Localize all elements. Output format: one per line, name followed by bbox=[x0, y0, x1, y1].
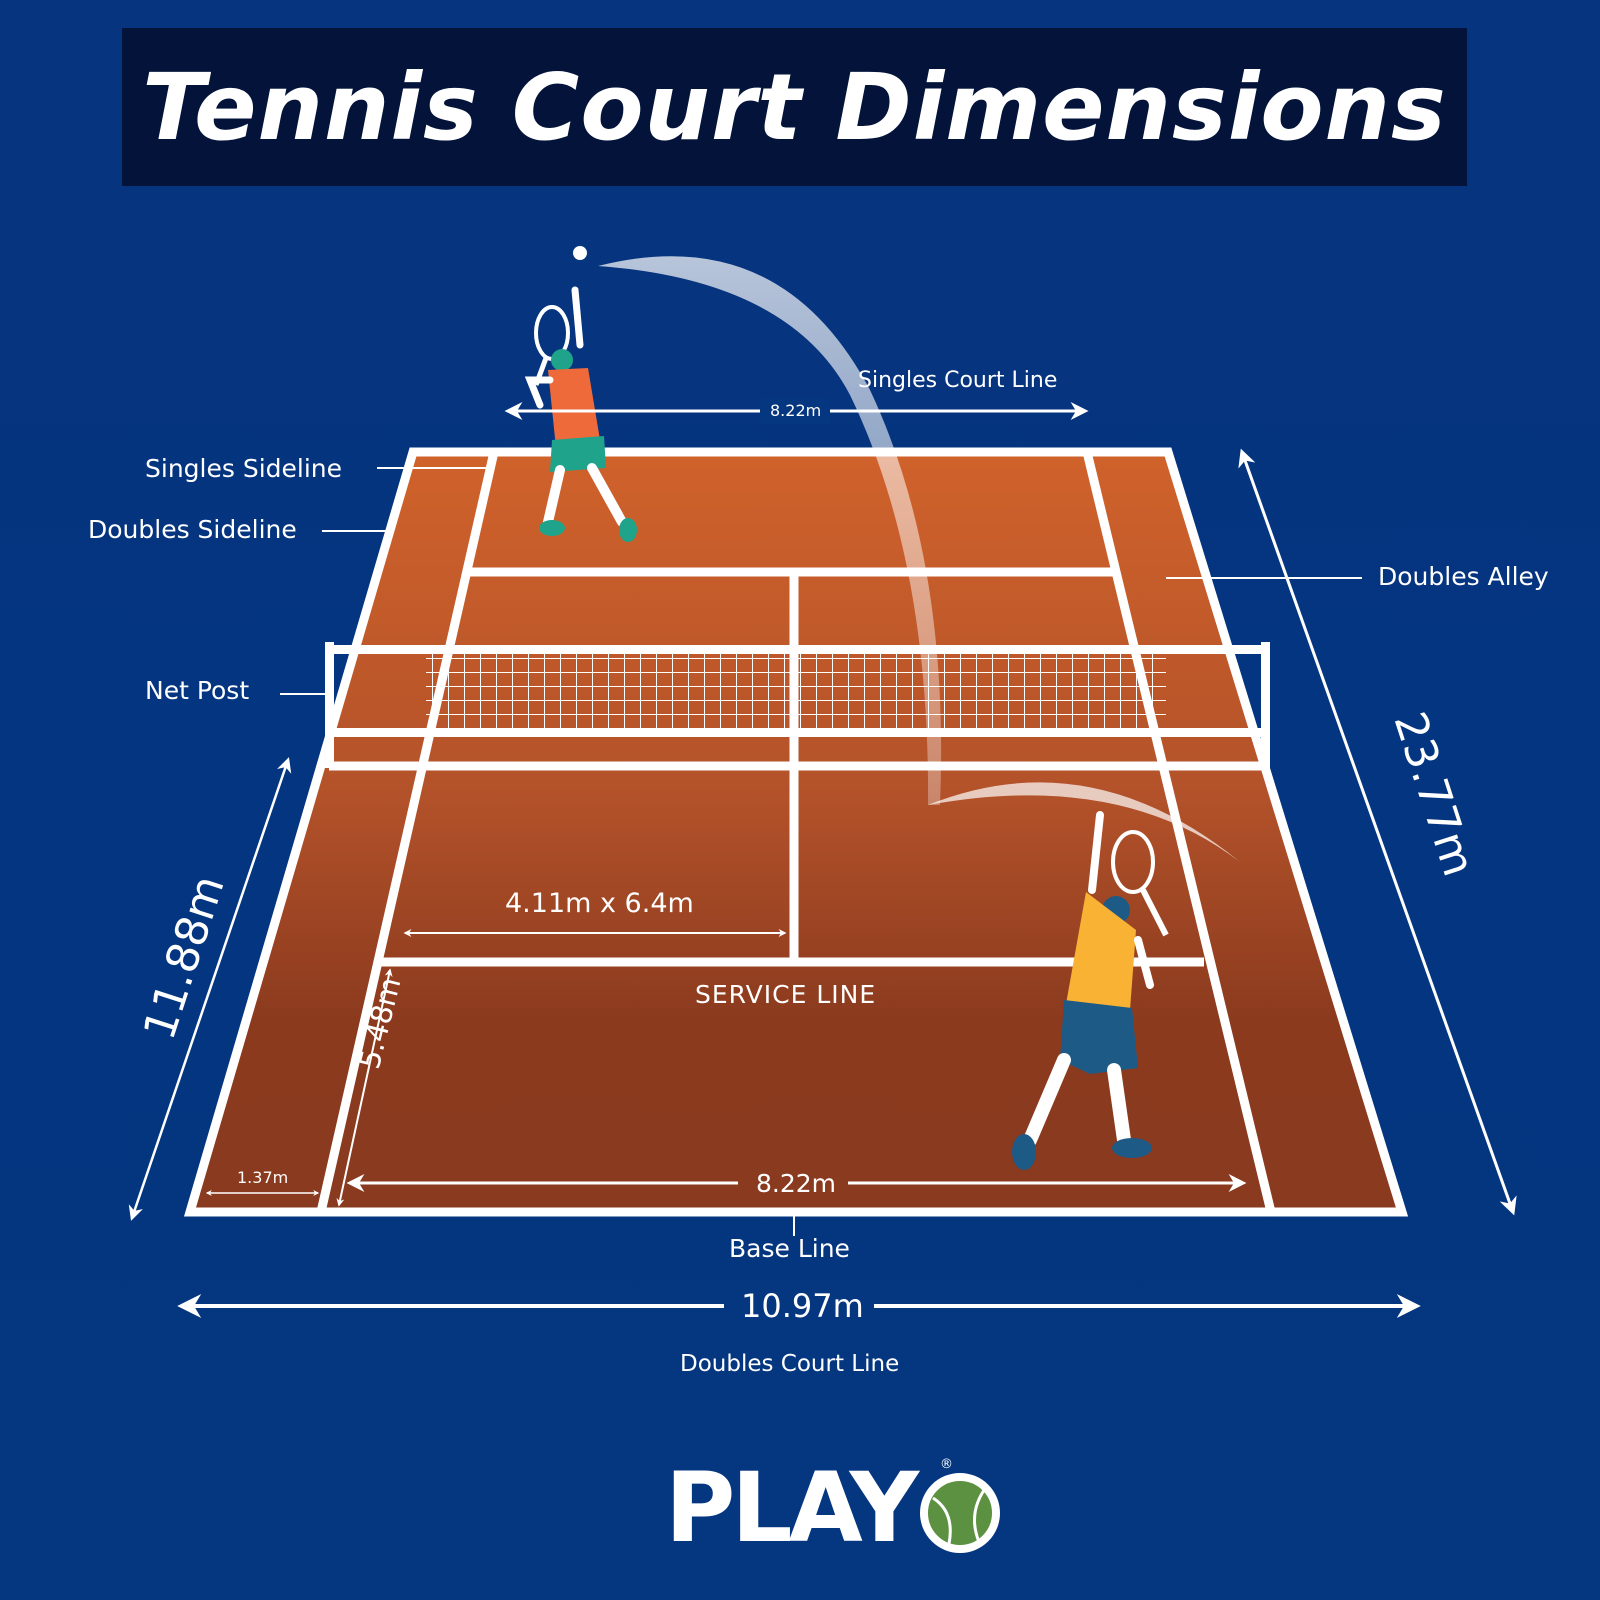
near-player-figure bbox=[1012, 811, 1169, 1170]
logo-text: PLAY bbox=[665, 1452, 919, 1564]
label-doubles-court-line: Doubles Court Line bbox=[680, 1351, 900, 1377]
far-player-figure bbox=[524, 286, 637, 542]
label-doubles-width: 10.97m bbox=[741, 1287, 864, 1325]
label-singles-width-bottom: 8.22m bbox=[756, 1169, 837, 1198]
label-base-line: Base Line bbox=[729, 1234, 850, 1263]
page-title: Tennis Court Dimensions bbox=[142, 53, 1447, 161]
label-service-line: SERVICE LINE bbox=[695, 980, 877, 1009]
label-doubles-alley: Doubles Alley bbox=[1378, 562, 1549, 591]
half-length-arrow bbox=[128, 757, 292, 1221]
label-service-box: 4.11m x 6.4m bbox=[505, 888, 694, 919]
label-net-post: Net Post bbox=[145, 676, 250, 705]
label-doubles-sideline: Doubles Sideline bbox=[88, 515, 297, 544]
registered-mark: ® bbox=[940, 1457, 953, 1472]
tennis-ball-icon bbox=[571, 244, 589, 262]
label-singles-width-top: 8.22m bbox=[770, 401, 822, 420]
net-post-right bbox=[1261, 642, 1270, 768]
label-singles-court-line: Singles Court Line bbox=[858, 368, 1058, 393]
ball-trajectory bbox=[598, 256, 942, 805]
playo-logo: PLAY ® bbox=[665, 1452, 1001, 1564]
tennis-ball-logo-icon bbox=[920, 1473, 1001, 1553]
court-surface bbox=[183, 447, 1409, 1217]
label-alley-width: 1.37m bbox=[237, 1168, 289, 1187]
label-singles-sideline: Singles Sideline bbox=[145, 454, 343, 483]
net-post-left bbox=[325, 642, 334, 768]
net bbox=[325, 642, 1270, 768]
service-depth-arrow bbox=[336, 968, 393, 1207]
title-banner: Tennis Court Dimensions bbox=[122, 28, 1467, 186]
